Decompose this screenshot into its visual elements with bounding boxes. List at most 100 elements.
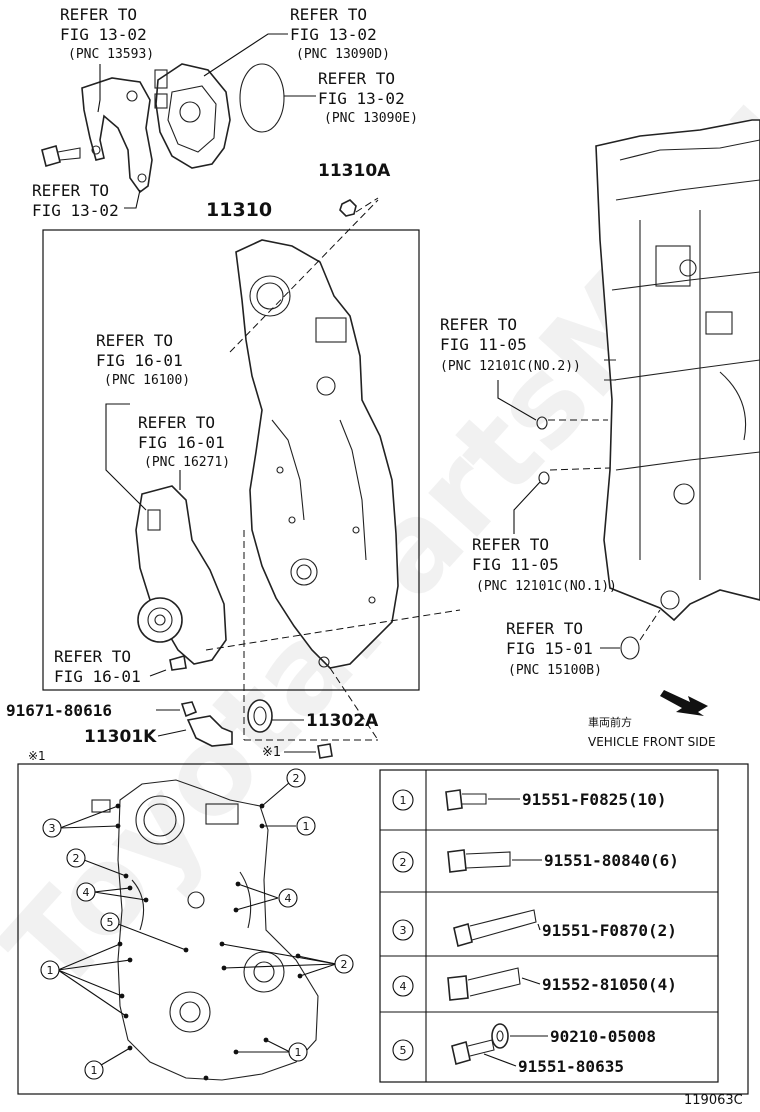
svg-text:REFER TO: REFER TO bbox=[472, 535, 549, 554]
svg-text:(PNC 15100B): (PNC 15100B) bbox=[508, 663, 602, 678]
bolt-row-2: 2 91551-80840(6) bbox=[392, 849, 679, 873]
svg-text:91551-80840(6): 91551-80840(6) bbox=[544, 851, 679, 870]
bubble-5: 5 bbox=[100, 912, 120, 932]
svg-text:FIG 11-05: FIG 11-05 bbox=[440, 335, 527, 354]
alignment-lines bbox=[205, 199, 461, 741]
svg-text:2: 2 bbox=[341, 958, 348, 971]
svg-text:※1: ※1 bbox=[262, 745, 281, 760]
svg-text:REFER TO: REFER TO bbox=[96, 331, 173, 350]
bubble-1-bottom-left: 1 bbox=[84, 1060, 104, 1080]
front-arrow-icon bbox=[660, 690, 708, 716]
svg-text:3: 3 bbox=[400, 924, 407, 937]
callout-13090e: REFER TO FIG 13-02 (PNC 13090E) bbox=[284, 69, 418, 126]
bubble-4-right: 4 bbox=[278, 888, 298, 908]
svg-text:11310A: 11310A bbox=[318, 161, 391, 181]
svg-text:FIG 16-01: FIG 16-01 bbox=[54, 667, 141, 686]
bolt-icon bbox=[447, 849, 467, 873]
bubble-2-right: 2 bbox=[334, 954, 354, 974]
bolt-leaders bbox=[57, 781, 337, 1081]
pump-bracket bbox=[81, 77, 153, 194]
washer-icon bbox=[491, 1023, 509, 1049]
pump-cover bbox=[154, 63, 231, 169]
callout-16100: REFER TO FIG 16-01 (PNC 16100) bbox=[96, 331, 190, 511]
bubble-1-top: 1 bbox=[296, 816, 316, 836]
bubble-4-left: 4 bbox=[76, 882, 96, 902]
callout-16-01-bolt: REFER TO FIG 16-01 bbox=[54, 647, 167, 686]
callout-12101c-no1: REFER TO FIG 11-05 (PNC 12101C(NO.1)) bbox=[472, 467, 617, 594]
bolt-row-3: 3 91551-F0870(2) bbox=[392, 909, 677, 948]
svg-text:5: 5 bbox=[400, 1044, 407, 1057]
svg-text:FIG 16-01: FIG 16-01 bbox=[96, 351, 183, 370]
svg-text:1: 1 bbox=[400, 794, 407, 807]
svg-text:4: 4 bbox=[400, 980, 407, 993]
svg-text:90210-05008: 90210-05008 bbox=[550, 1027, 656, 1046]
bolt-icon bbox=[453, 922, 473, 948]
svg-text:5: 5 bbox=[107, 916, 114, 929]
bubble-3: 3 bbox=[42, 818, 62, 838]
part-91671-80616: 91671-80616 bbox=[6, 701, 198, 720]
callout-12101c-no2: REFER TO FIG 11-05 (PNC 12101C(NO.2)) bbox=[440, 315, 608, 430]
svg-text:FIG 11-05: FIG 11-05 bbox=[472, 555, 559, 574]
svg-text:91551-F0870(2): 91551-F0870(2) bbox=[542, 921, 677, 940]
bolt-table bbox=[379, 769, 719, 1083]
vehicle-front-indicator: 車両前方 VEHICLE FRONT SIDE bbox=[588, 690, 716, 749]
svg-text:11301K: 11301K bbox=[84, 727, 157, 747]
svg-text:91552-81050(4): 91552-81050(4) bbox=[542, 975, 677, 994]
part-11310A: 11310A bbox=[318, 161, 391, 217]
svg-text:91551-80635: 91551-80635 bbox=[518, 1057, 624, 1076]
svg-text:車両前方: 車両前方 bbox=[588, 715, 632, 729]
svg-text:REFER TO: REFER TO bbox=[32, 181, 109, 200]
callout-15100b: REFER TO FIG 15-01 (PNC 15100B) bbox=[506, 609, 661, 678]
svg-text:(PNC 13593): (PNC 13593) bbox=[68, 47, 154, 62]
part-11310: 11310 bbox=[206, 199, 272, 221]
bubble-1-bottom-right: 1 bbox=[288, 1042, 308, 1062]
svg-text:FIG 15-01: FIG 15-01 bbox=[506, 639, 593, 658]
bolt-icon bbox=[447, 975, 469, 1001]
svg-text:(PNC 12101C(NO.2)): (PNC 12101C(NO.2)) bbox=[440, 359, 581, 374]
svg-text:2: 2 bbox=[400, 856, 407, 869]
svg-text:1: 1 bbox=[303, 820, 310, 833]
cover-frame bbox=[42, 229, 420, 691]
bracket-bolt bbox=[41, 145, 81, 167]
note-bolt: ※1 bbox=[262, 743, 333, 760]
timing-chain-cover bbox=[235, 239, 399, 669]
bubble-2-left: 2 bbox=[66, 848, 86, 868]
note-mark: ※1 bbox=[28, 749, 46, 763]
callout-13593: REFER TO FIG 13-02 (PNC 13593) bbox=[60, 5, 154, 113]
svg-text:FIG 13-02: FIG 13-02 bbox=[32, 201, 119, 220]
svg-text:REFER TO: REFER TO bbox=[54, 647, 131, 666]
callout-bracket-bolt: REFER TO FIG 13-02 bbox=[32, 181, 141, 220]
svg-text:REFER TO: REFER TO bbox=[60, 5, 137, 24]
bolt-row-4: 4 91552-81050(4) bbox=[392, 967, 677, 1001]
svg-text:2: 2 bbox=[293, 772, 300, 785]
svg-text:VEHICLE FRONT SIDE: VEHICLE FRONT SIDE bbox=[588, 735, 716, 749]
svg-text:(PNC 16271): (PNC 16271) bbox=[144, 455, 230, 470]
callout-13090d: REFER TO FIG 13-02 (PNC 13090D) bbox=[203, 5, 390, 77]
svg-text:91671-80616: 91671-80616 bbox=[6, 701, 112, 720]
svg-text:(PNC 13090D): (PNC 13090D) bbox=[296, 47, 390, 62]
engine-block bbox=[595, 119, 760, 622]
water-pump-bolt bbox=[169, 654, 187, 671]
svg-text:2: 2 bbox=[73, 852, 80, 865]
svg-text:FIG 13-02: FIG 13-02 bbox=[60, 25, 147, 44]
bolt-panel bbox=[17, 763, 749, 1095]
bolt-row-5: 5 90210-05008 91551-80635 bbox=[392, 1023, 656, 1076]
svg-text:1: 1 bbox=[47, 964, 54, 977]
cover-outline-mini bbox=[91, 779, 319, 1081]
svg-text:REFER TO: REFER TO bbox=[290, 5, 367, 24]
part-11302A: 11302A bbox=[247, 699, 379, 733]
figure-id: 119063C bbox=[684, 1093, 743, 1108]
bubble-2-top: 2 bbox=[286, 768, 306, 788]
bolt-icon bbox=[451, 1040, 471, 1066]
svg-text:(PNC 12101C(NO.1)): (PNC 12101C(NO.1)) bbox=[476, 579, 617, 594]
part-11301K: 11301K bbox=[84, 715, 233, 747]
svg-text:4: 4 bbox=[285, 892, 292, 905]
svg-text:FIG 13-02: FIG 13-02 bbox=[318, 89, 405, 108]
callout-16271: REFER TO FIG 16-01 (PNC 16271) bbox=[138, 413, 230, 490]
svg-text:(PNC 16100): (PNC 16100) bbox=[104, 373, 190, 388]
svg-text:(PNC 13090E): (PNC 13090E) bbox=[324, 111, 418, 126]
svg-text:1: 1 bbox=[91, 1064, 98, 1077]
svg-text:3: 3 bbox=[49, 822, 56, 835]
svg-text:11302A: 11302A bbox=[306, 711, 379, 731]
